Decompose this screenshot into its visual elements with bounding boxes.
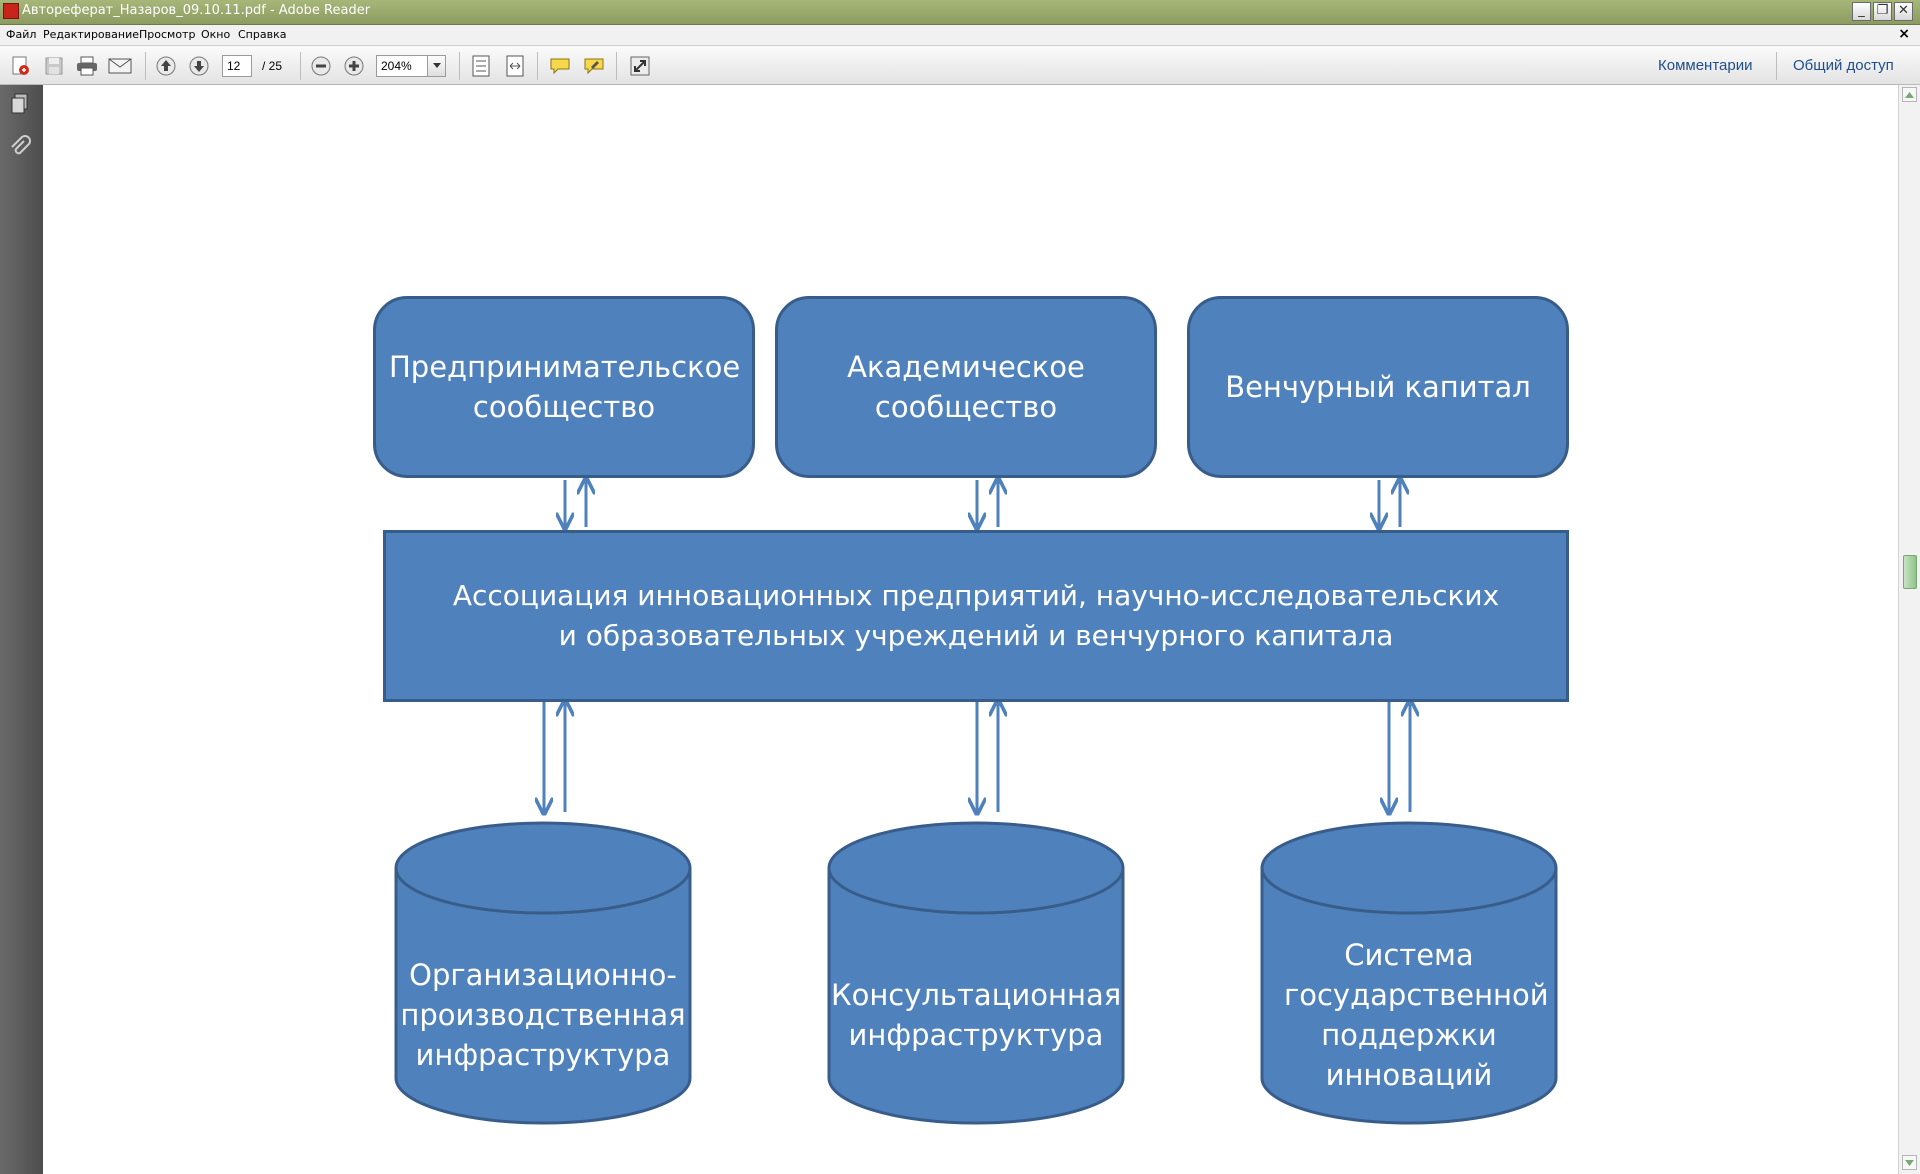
fullscreen-icon[interactable]	[628, 54, 652, 78]
cylinder-shape	[1260, 821, 1558, 1125]
box-venture-capital: Венчурный капитал	[1187, 296, 1569, 478]
toolbar-separator	[537, 52, 538, 80]
adobe-reader-icon	[3, 3, 19, 19]
vertical-scrollbar[interactable]	[1898, 85, 1920, 1174]
create-pdf-icon[interactable]	[9, 54, 33, 78]
box-label: Академическое сообщество	[847, 350, 1085, 424]
zoom-dropdown-button[interactable]	[428, 55, 446, 77]
menu-window[interactable]: Окно	[201, 28, 231, 41]
toolbar-separator	[616, 52, 617, 80]
page-down-icon[interactable]	[187, 54, 211, 78]
box-label: Ассоциация инновационных предприятий, на…	[452, 579, 1500, 652]
comment-icon[interactable]	[548, 54, 572, 78]
share-panel-link[interactable]: Общий доступ	[1793, 57, 1894, 74]
cylinder-state-support: Система государственной поддержки иннова…	[1262, 915, 1556, 1115]
zoom-input[interactable]	[376, 55, 428, 77]
document-close-button[interactable]: ×	[1898, 26, 1910, 42]
scroll-thumb[interactable]	[1903, 555, 1917, 589]
page-up-icon[interactable]	[154, 54, 178, 78]
minimize-button[interactable]: _	[1852, 2, 1871, 21]
menu-file[interactable]: Файл	[6, 28, 37, 41]
chevron-up-icon	[1905, 91, 1914, 98]
email-icon[interactable]	[108, 54, 132, 78]
cylinder-production-infrastructure: Организационно-производственная инфрастр…	[396, 915, 690, 1115]
highlight-icon[interactable]	[582, 54, 606, 78]
cylinder-shape	[394, 821, 692, 1125]
cylinder-label: Система государственной поддержки иннова…	[1284, 938, 1549, 1092]
diagram-connectors	[394, 85, 1558, 1125]
document-page: Предпринимательское сообщество Академиче…	[43, 85, 1898, 1174]
menu-bar: Файл Редактирование Просмотр Окно Справк…	[0, 25, 1920, 46]
cylinder-label: Организационно-производственная инфрастр…	[400, 958, 686, 1072]
cylinder-shape	[827, 821, 1125, 1125]
zoom-in-icon[interactable]	[342, 54, 366, 78]
cylinder-label: Консультационная инфраструктура	[831, 978, 1122, 1052]
toolbar-separator	[300, 52, 301, 80]
box-label: Предпринимательское сообщество	[389, 350, 741, 424]
box-label: Венчурный капитал	[1225, 370, 1531, 404]
box-academic-community: Академическое сообщество	[775, 296, 1157, 478]
print-icon[interactable]	[75, 54, 99, 78]
chevron-down-icon	[432, 63, 441, 68]
toolbar: / 25 Комментарии Общий доступ	[0, 46, 1920, 85]
scroll-down-button[interactable]	[1902, 1155, 1917, 1170]
navigation-panel	[0, 85, 43, 1174]
toolbar-separator	[459, 52, 460, 80]
chevron-down-icon	[1905, 1159, 1914, 1166]
menu-view[interactable]: Просмотр	[139, 28, 196, 41]
box-entrepreneurial-community: Предпринимательское сообщество	[373, 296, 755, 478]
fit-width-icon[interactable]	[503, 54, 527, 78]
page-total: / 25	[262, 59, 283, 73]
close-button[interactable]: ✕	[1894, 2, 1913, 21]
save-icon[interactable]	[42, 54, 66, 78]
window-title: Автореферат_Назаров_09.10.11.pdf - Adobe…	[22, 3, 371, 18]
cylinder-consulting-infrastructure: Консультационная инфраструктура	[829, 915, 1123, 1115]
attachments-icon[interactable]	[8, 135, 32, 164]
zoom-out-icon[interactable]	[309, 54, 333, 78]
comments-panel-link[interactable]: Комментарии	[1658, 57, 1753, 74]
restore-button[interactable]: ❐	[1873, 2, 1892, 21]
box-association: Ассоциация инновационных предприятий, на…	[383, 530, 1569, 702]
menu-help[interactable]: Справка	[238, 28, 287, 41]
toolbar-separator	[145, 52, 146, 80]
fit-page-icon[interactable]	[469, 54, 493, 78]
scroll-up-button[interactable]	[1902, 87, 1917, 102]
page-number-input[interactable]	[222, 55, 252, 77]
pages-icon[interactable]	[8, 92, 32, 121]
toolbar-separator	[1776, 52, 1777, 80]
menu-edit[interactable]: Редактирование	[43, 28, 139, 41]
title-bar: Автореферат_Назаров_09.10.11.pdf - Adobe…	[0, 0, 1920, 25]
